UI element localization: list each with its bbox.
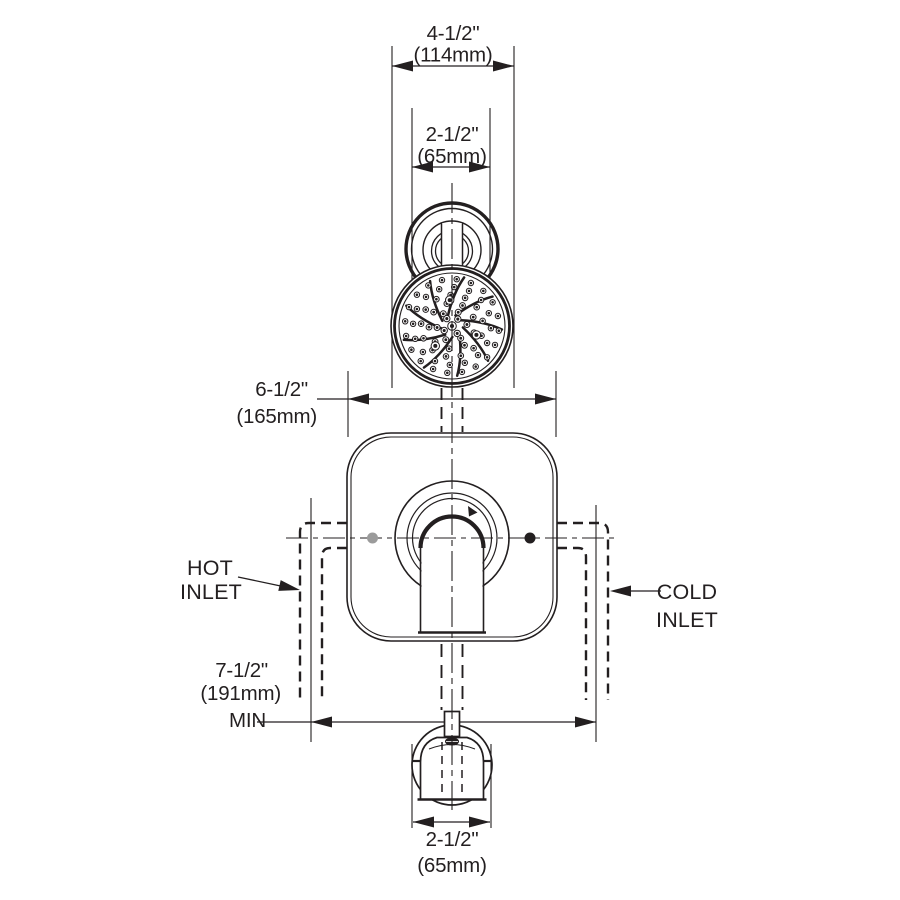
dim-showerhead-mm: (114mm) xyxy=(413,44,492,67)
hot-inlet-callout: HOT INLET xyxy=(180,556,300,604)
cold-inlet-callout: COLD INLET xyxy=(610,580,718,632)
cold-port-dot xyxy=(524,532,536,544)
cold-inlet-label-line2: INLET xyxy=(656,608,718,632)
arrow-right-icon xyxy=(493,60,514,72)
dimension-inlet-spread: 7-1/2" (191mm) MIN xyxy=(200,498,597,742)
dim-spout-mm: (65mm) xyxy=(417,854,486,877)
hot-supply-pipe xyxy=(298,521,347,700)
dim-flange-inches: 2-1/2" xyxy=(426,123,479,146)
dim-plate-mm: (165mm) xyxy=(236,405,317,428)
dim-showerhead-inches: 4-1/2" xyxy=(427,22,480,45)
hot-inlet-label-line2: INLET xyxy=(180,580,242,604)
hot-inlet-label-line1: HOT xyxy=(187,556,233,580)
arrow-left-icon xyxy=(348,393,369,405)
dimension-showerhead-width: 4-1/2" (114mm) xyxy=(391,22,515,388)
arrow-right-icon xyxy=(469,161,490,173)
arrow-left-icon xyxy=(412,161,433,173)
arrow-right-icon xyxy=(535,393,556,405)
arrow-left-icon xyxy=(413,816,434,828)
centerlines xyxy=(286,183,618,810)
dimension-arm-flange-width: 2-1/2" (65mm) xyxy=(411,108,491,298)
dim-inlet-mm: (191mm) xyxy=(200,682,281,705)
cold-inlet-label-line1: COLD xyxy=(657,580,718,604)
dim-inlet-inches: 7-1/2" xyxy=(215,659,268,682)
arrow-right-icon xyxy=(469,816,490,828)
leader-arrow-icon xyxy=(278,580,300,591)
arrow-left-icon xyxy=(392,60,413,72)
dimension-valve-plate-width: 6-1/2" (165mm) xyxy=(236,371,557,437)
handle-direction-arrow-icon xyxy=(468,506,478,517)
dim-spout-inches: 2-1/2" xyxy=(426,828,479,851)
hot-port-dot xyxy=(367,532,378,544)
dim-inlet-min-note: MIN xyxy=(229,709,266,732)
dim-flange-mm: (65mm) xyxy=(417,145,486,168)
leader-arrow-icon xyxy=(610,585,631,597)
cold-supply-pipe xyxy=(557,521,610,700)
dimension-spout-width: 2-1/2" (65mm) xyxy=(411,744,492,877)
arrow-left-icon xyxy=(311,716,332,728)
hidden-pipe-valve-to-spout xyxy=(440,644,464,710)
hidden-pipe-head-to-valve xyxy=(440,388,464,432)
dim-plate-inches: 6-1/2" xyxy=(255,378,308,401)
arrow-right-icon xyxy=(575,716,596,728)
